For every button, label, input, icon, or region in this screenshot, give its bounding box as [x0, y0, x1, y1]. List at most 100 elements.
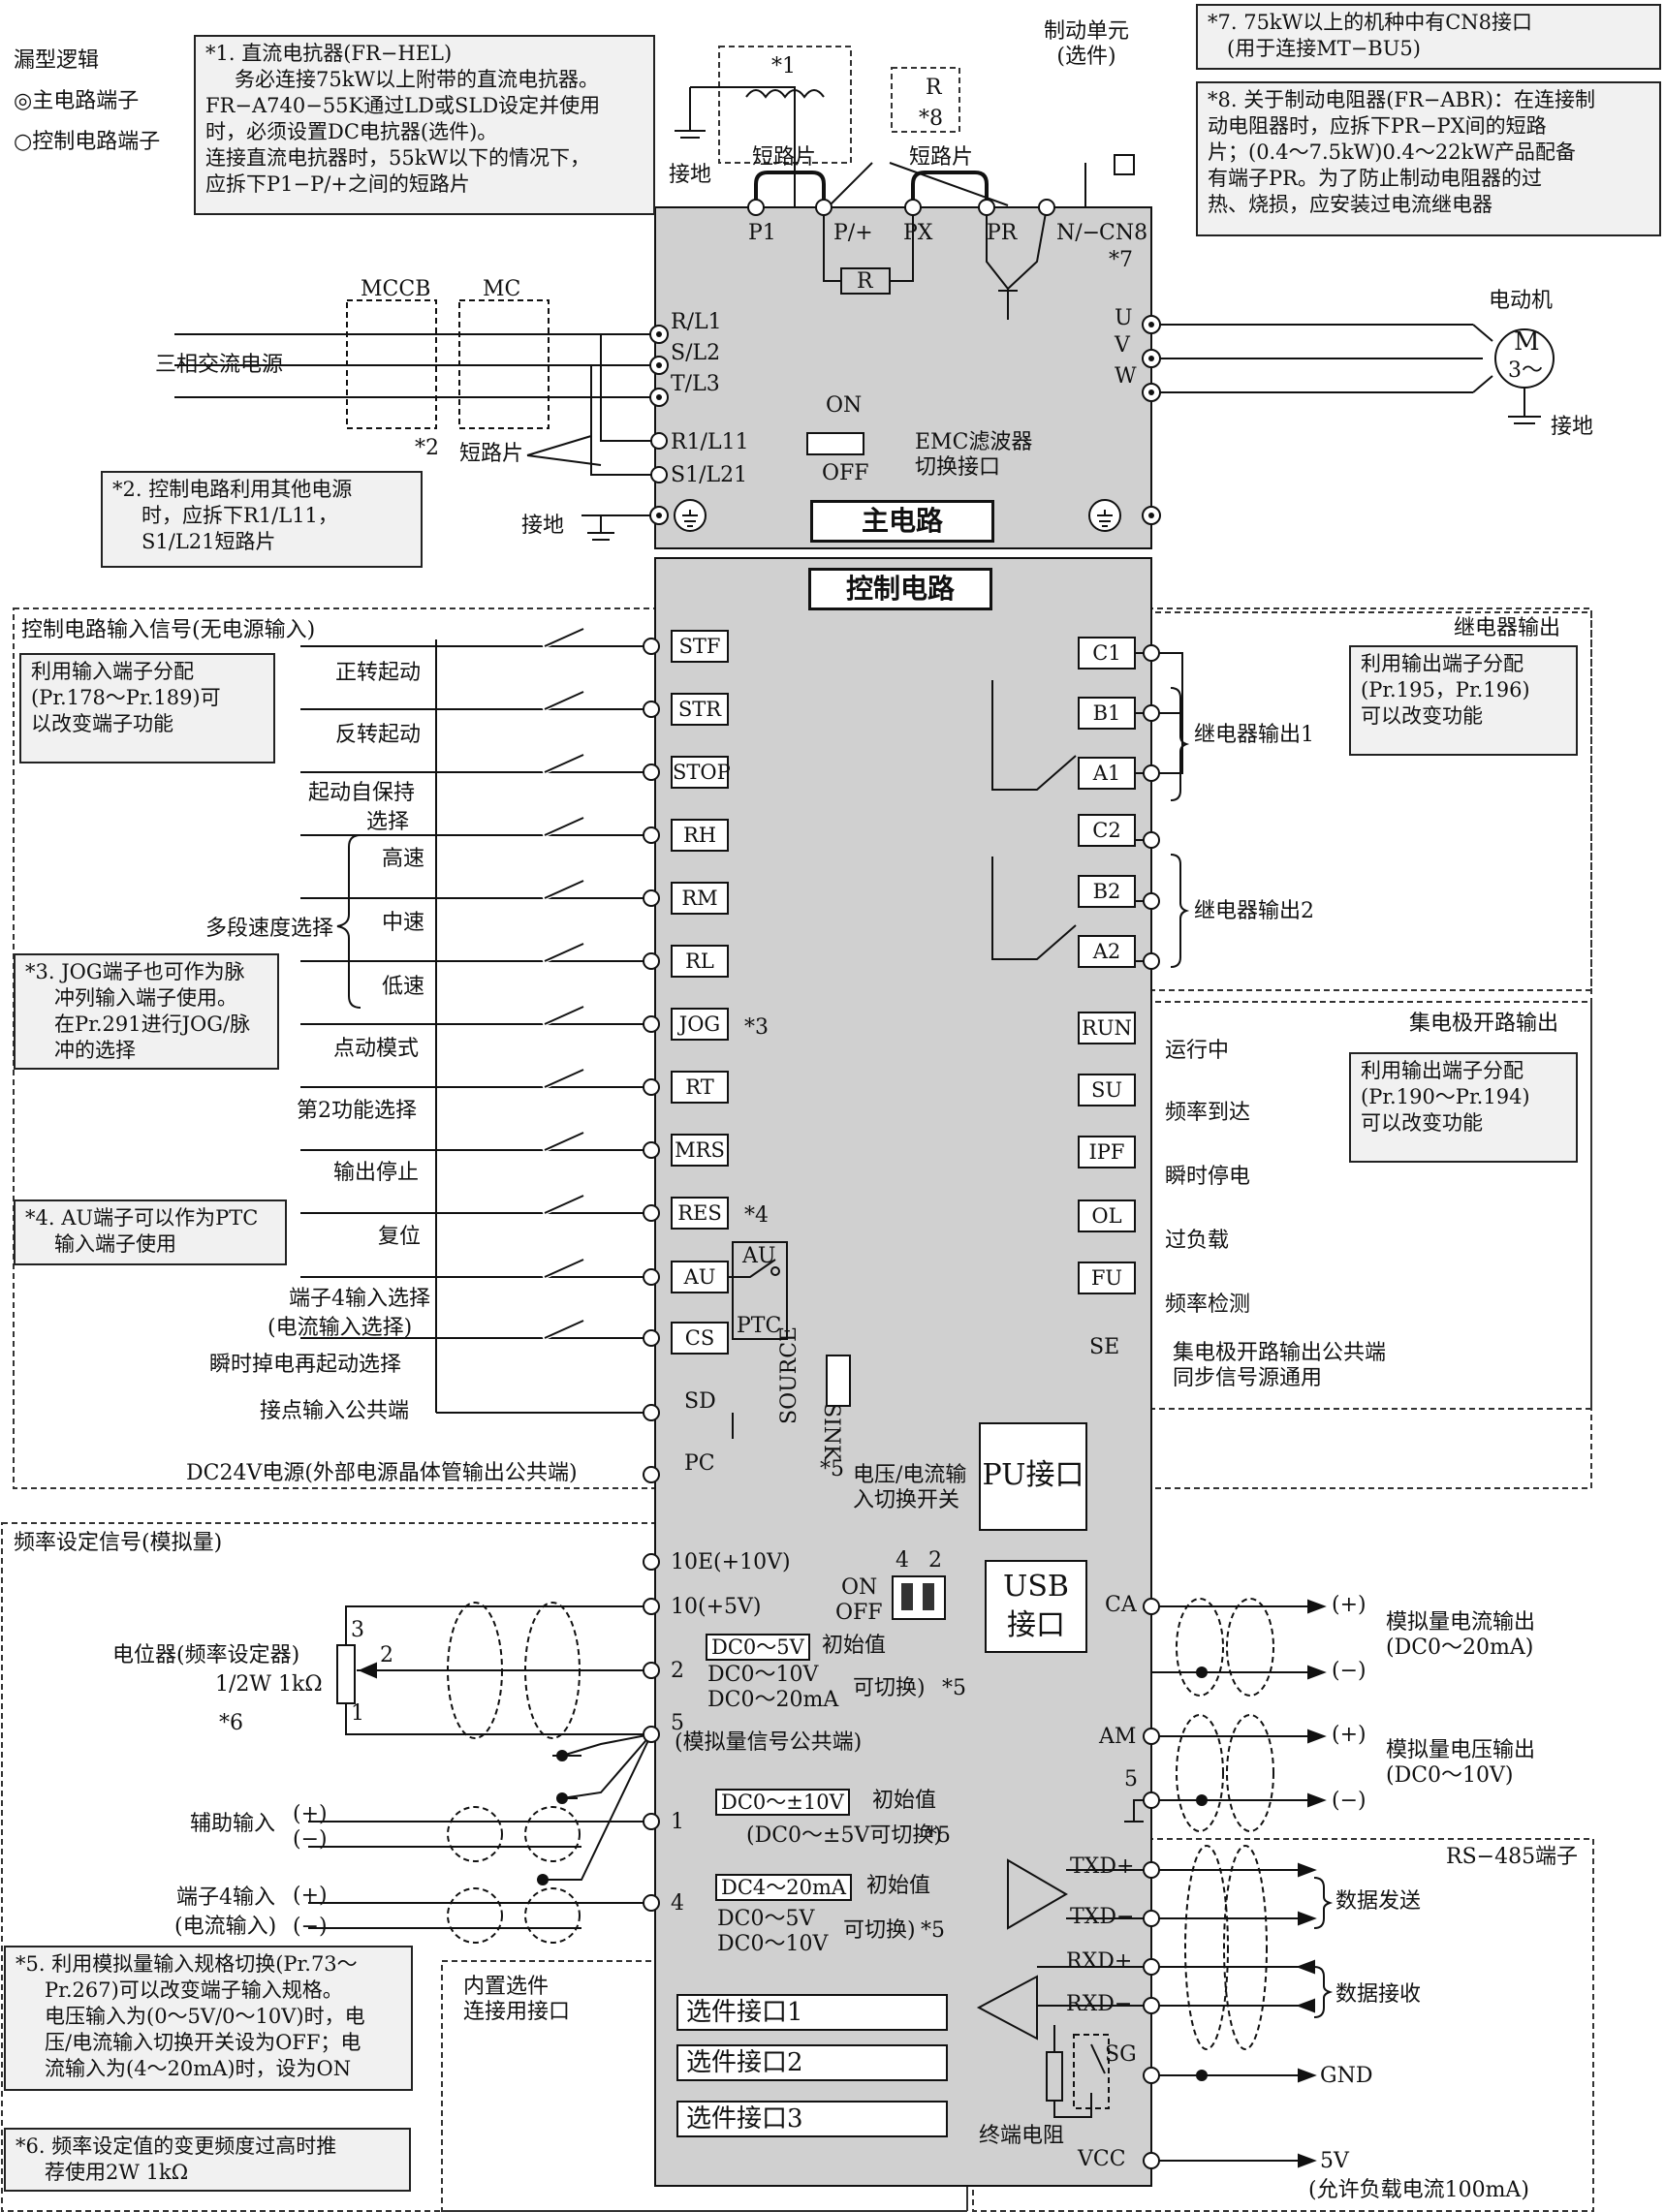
pot-pin-1: 1: [351, 1701, 364, 1726]
ca-plus: (+): [1332, 1593, 1367, 1617]
res-star: *4: [744, 1203, 769, 1228]
note-7: *7. 75kW以上的机种中有CN8接口(用于连接MT−BU5): [1196, 4, 1661, 70]
legend-main-terminal: ◎主电路端子: [14, 89, 140, 113]
dc020-option: DC0～20mA: [707, 1688, 839, 1712]
input-label-stop2: 选择: [366, 810, 410, 834]
motor-3phase: 3～: [1508, 358, 1543, 383]
emc-on: ON: [826, 393, 863, 418]
terminal-txd-plus: TXD+: [1070, 1854, 1135, 1879]
input-label-au: 端子4输入选择: [289, 1287, 430, 1311]
terminal-sg: SG: [1105, 2042, 1137, 2067]
sink-label: SINK: [819, 1403, 843, 1461]
brake-r-label: R: [926, 76, 942, 100]
input-label-pc: DC24V电源(外部电源晶体管输出公共端): [186, 1461, 578, 1485]
input-label-sd: 接点输入公共端: [260, 1399, 410, 1423]
input-label-cs: 瞬时掉电再起动选择: [209, 1353, 402, 1377]
sw-2: 2: [928, 1548, 942, 1573]
ground-label-2: 接地: [521, 514, 565, 538]
option-section-title: 内置选件连接用接口: [463, 1975, 571, 2024]
rs485-title: RS−485端子: [1446, 1845, 1579, 1869]
pot-pin-3: 3: [351, 1618, 364, 1642]
terminal-b2: B2: [1078, 875, 1136, 908]
oc-label-fu: 频率检测: [1165, 1293, 1251, 1317]
pu-connector: PU接口: [979, 1422, 1087, 1531]
note-8: *8. 关于制动电阻器(FR−ABR)：在连接制动电阻器时，应拆下PR−PX间的…: [1196, 81, 1661, 236]
input-assign-note: 利用输入端子分配(Pr.178～Pr.189)可以改变端子功能: [19, 653, 275, 763]
terminal-a2: A2: [1078, 935, 1136, 968]
relay-output-1-label: 继电器输出1: [1194, 723, 1314, 747]
control-circuit-title: 控制电路: [808, 568, 992, 610]
power-source-label: 三相交流电源: [155, 353, 284, 377]
terminal-10: 10(+5V): [671, 1595, 762, 1619]
terminal-pr: PR: [987, 221, 1018, 245]
dc05-init: 初始值: [822, 1634, 887, 1658]
sw-4: 4: [895, 1548, 909, 1573]
t4-plus: (+): [293, 1884, 328, 1908]
sw5-star: *5: [820, 1457, 844, 1481]
se-label: 集电极开路输出公共端同步信号源通用: [1173, 1341, 1387, 1390]
terminal-stf: STF: [671, 630, 729, 663]
terminal-su: SU: [1078, 1074, 1136, 1106]
terminal-5: 5: [671, 1711, 684, 1735]
short-bar-2: 短路片: [909, 145, 974, 170]
terminal-fu: FU: [1078, 1262, 1136, 1294]
input-label-jog: 点动模式: [333, 1037, 420, 1061]
terminal-cs: CS: [671, 1322, 729, 1355]
switchable-star-2: *5: [921, 1918, 945, 1943]
note-6: *6. 频率设定值的变更频度过高时推荐使用2W 1kΩ: [4, 2128, 411, 2192]
terminal-p1: P1: [748, 221, 776, 245]
terminal-10e: 10E(+10V): [671, 1550, 791, 1574]
terminal-pc: PC: [684, 1451, 715, 1476]
aux-plus: (+): [293, 1802, 328, 1826]
terminal-px: PX: [903, 221, 933, 245]
brake-unit-label: 制动单元(选件): [1043, 19, 1129, 69]
v5-load-label: (允许负载电流100mA): [1308, 2178, 1529, 2202]
data-send-label: 数据发送: [1335, 1889, 1422, 1914]
source-label: SOURCE: [777, 1325, 801, 1424]
t4-minus: (−): [293, 1915, 328, 1939]
mccb-label: MCCB: [361, 277, 431, 301]
note-3: *3. JOG端子也可作为脉冲列输入端子使用。 在Pr.291进行JOG/脉冲的…: [14, 953, 279, 1070]
analog-section-title: 频率设定信号(模拟量): [14, 1531, 223, 1555]
mc-label: MC: [483, 277, 521, 301]
analog-voltage-output-label: 模拟量电压输出(DC0～10V): [1386, 1738, 1536, 1788]
multi-speed-label: 多段速度选择: [205, 917, 334, 941]
note-5: *5. 利用模拟量输入规格切换(Pr.73～Pr.267)可以改变端子输入规格。…: [4, 1946, 413, 2091]
oc-label-ol: 过负载: [1165, 1229, 1230, 1253]
aux-minus: (−): [293, 1827, 328, 1852]
terminal-sl2: S/L2: [671, 341, 721, 365]
switchable-star-1: *5: [942, 1676, 966, 1700]
motor-ground-label: 接地: [1551, 415, 1594, 439]
terminal-2: 2: [671, 1659, 684, 1683]
sw-off: OFF: [835, 1601, 883, 1625]
star7: *7: [1109, 248, 1133, 272]
dc5pm-option: (DC0～±5V可切换): [746, 1823, 942, 1848]
terminal-rh: RH: [671, 819, 729, 852]
potentiometer-star: *6: [219, 1711, 243, 1735]
short-bar-3: 短路片: [459, 442, 524, 466]
potentiometer-label: 电位器(频率设定器): [112, 1643, 300, 1667]
jog-star: *3: [744, 1015, 769, 1040]
terminal-rt: RT: [671, 1071, 729, 1104]
terminal-w: W: [1115, 364, 1137, 389]
option-slot-1: 选件接口1: [676, 1994, 948, 2031]
oc-label-su: 频率到达: [1165, 1101, 1251, 1125]
terminal-n: N/−: [1056, 221, 1101, 245]
star2: *2: [415, 436, 439, 460]
motor-m: M: [1514, 327, 1540, 357]
terminating-resistor-label: 终端电阻: [979, 2124, 1065, 2148]
terminal-run: RUN: [1078, 1012, 1136, 1044]
option-slot-2: 选件接口2: [676, 2044, 948, 2081]
dc5pm-star: *5: [927, 1823, 951, 1848]
v5-label: 5V: [1320, 2149, 1349, 2173]
oc-label-run: 运行中: [1165, 1039, 1230, 1063]
data-receive-label: 数据接收: [1335, 1982, 1422, 2007]
terminal-s1l21: S1/L21: [671, 463, 748, 487]
terminal-1: 1: [671, 1810, 684, 1834]
sw-on: ON: [841, 1575, 878, 1600]
terminal-rl1: R/L1: [671, 310, 722, 334]
terminal-rxd-minus: RXD−: [1066, 1992, 1133, 2016]
input-label-str: 反转起动: [335, 723, 422, 747]
